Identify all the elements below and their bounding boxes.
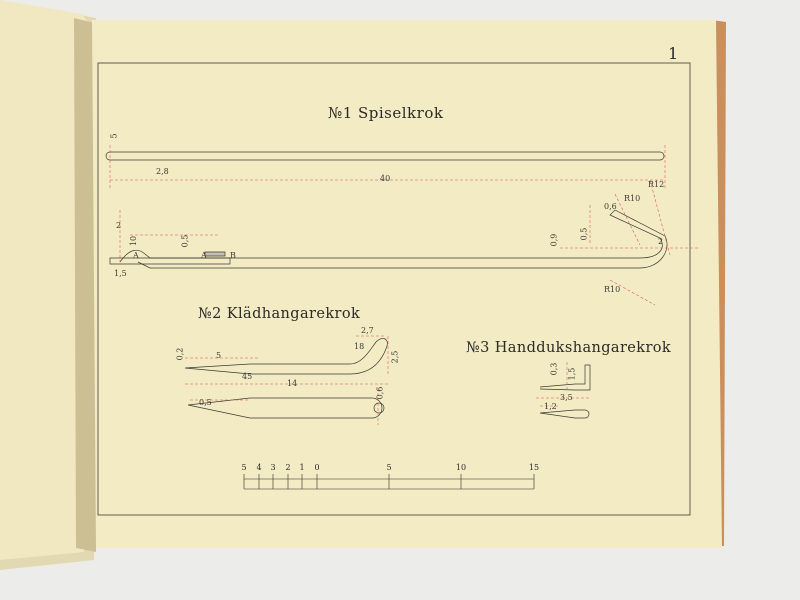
hook-3-drawing bbox=[539, 364, 591, 419]
dimension-label: 5 bbox=[109, 133, 119, 139]
dimension-label: 1,5 bbox=[567, 367, 577, 381]
dimension-label: 40 bbox=[380, 174, 391, 183]
dimension-label: 45 bbox=[242, 372, 253, 381]
scale-label: 3 bbox=[270, 463, 276, 472]
dimension-label: 2 bbox=[116, 221, 122, 230]
dimension-label: 2,7 bbox=[361, 326, 374, 335]
hook-2-round-end bbox=[373, 402, 385, 414]
dimension-label: 3,5 bbox=[560, 393, 573, 402]
radius-1-line bbox=[614, 193, 641, 246]
dimension-label: B bbox=[230, 251, 236, 260]
radius-3-line bbox=[609, 279, 656, 306]
hook-1-section bbox=[204, 251, 226, 257]
scale-label: 4 bbox=[256, 463, 262, 472]
scale-label: 5 bbox=[386, 463, 392, 472]
scale-label: 10 bbox=[455, 463, 467, 472]
dimension-label: R12 bbox=[648, 180, 665, 189]
dimension-label: 2 bbox=[658, 237, 664, 246]
drawing-page bbox=[92, 20, 722, 548]
scale-bar bbox=[243, 474, 535, 490]
hook-2-top-view bbox=[187, 397, 383, 419]
drawing-2-title: №2 Klädhangarekrok bbox=[198, 306, 361, 322]
page-number: 1 bbox=[668, 44, 679, 63]
scale-label: 5 bbox=[241, 463, 247, 472]
dimension-label: 0,2 bbox=[175, 347, 185, 361]
dimension-label: 1,5 bbox=[114, 269, 127, 278]
hook-2-side-view bbox=[184, 338, 388, 375]
dimension-label: 5 bbox=[216, 351, 222, 360]
hook-2-drawing bbox=[184, 338, 388, 419]
dimension-label: R10 bbox=[604, 285, 621, 294]
drawing-3-title: №3 Handdukshangarekrok bbox=[466, 340, 672, 356]
dimension-label: 2,5 bbox=[390, 350, 400, 364]
dimension-label: 0,5 bbox=[180, 234, 190, 248]
hook-1-side-view bbox=[119, 209, 668, 269]
dimension-label: 14 bbox=[287, 379, 298, 388]
hook-3-dimension-lines bbox=[536, 362, 590, 407]
scale-label: 15 bbox=[528, 463, 540, 472]
radius-2-line bbox=[649, 179, 671, 256]
dimension-label: 0,3 bbox=[549, 362, 559, 376]
scale-label: 0 bbox=[314, 463, 320, 472]
scale-label: 1 bbox=[299, 463, 305, 472]
dimension-label: 0,6 bbox=[604, 202, 617, 211]
dimension-label: 18 bbox=[354, 342, 365, 351]
drawing-frame bbox=[97, 62, 691, 516]
dimension-label: A bbox=[201, 251, 207, 260]
dimension-label: 2,8 bbox=[156, 167, 169, 176]
hook-2-dimension-lines bbox=[185, 335, 389, 425]
drawing-1-title: №1 Spiselkrok bbox=[328, 104, 444, 122]
scale-label: 2 bbox=[285, 463, 291, 472]
left-page-surface bbox=[0, 0, 92, 560]
dimension-label: 0,5 bbox=[199, 398, 212, 407]
dimension-label: R10 bbox=[624, 194, 641, 203]
hook-1-top-view bbox=[105, 151, 665, 161]
hook-3-top-view bbox=[539, 409, 590, 419]
dimension-label: 1,2 bbox=[544, 402, 557, 411]
hook-1-drawing bbox=[105, 151, 668, 269]
hook-3-side-view bbox=[539, 364, 591, 391]
dimension-label: 0,6 bbox=[375, 386, 385, 400]
dimension-label: 0,5 bbox=[579, 227, 589, 241]
dimension-label: 0,9 bbox=[549, 233, 559, 247]
dimension-label: 10 bbox=[129, 235, 139, 247]
hook-1-dimension-lines bbox=[109, 145, 700, 306]
dimension-label: A bbox=[133, 251, 139, 260]
gutter-shadow bbox=[74, 18, 98, 552]
